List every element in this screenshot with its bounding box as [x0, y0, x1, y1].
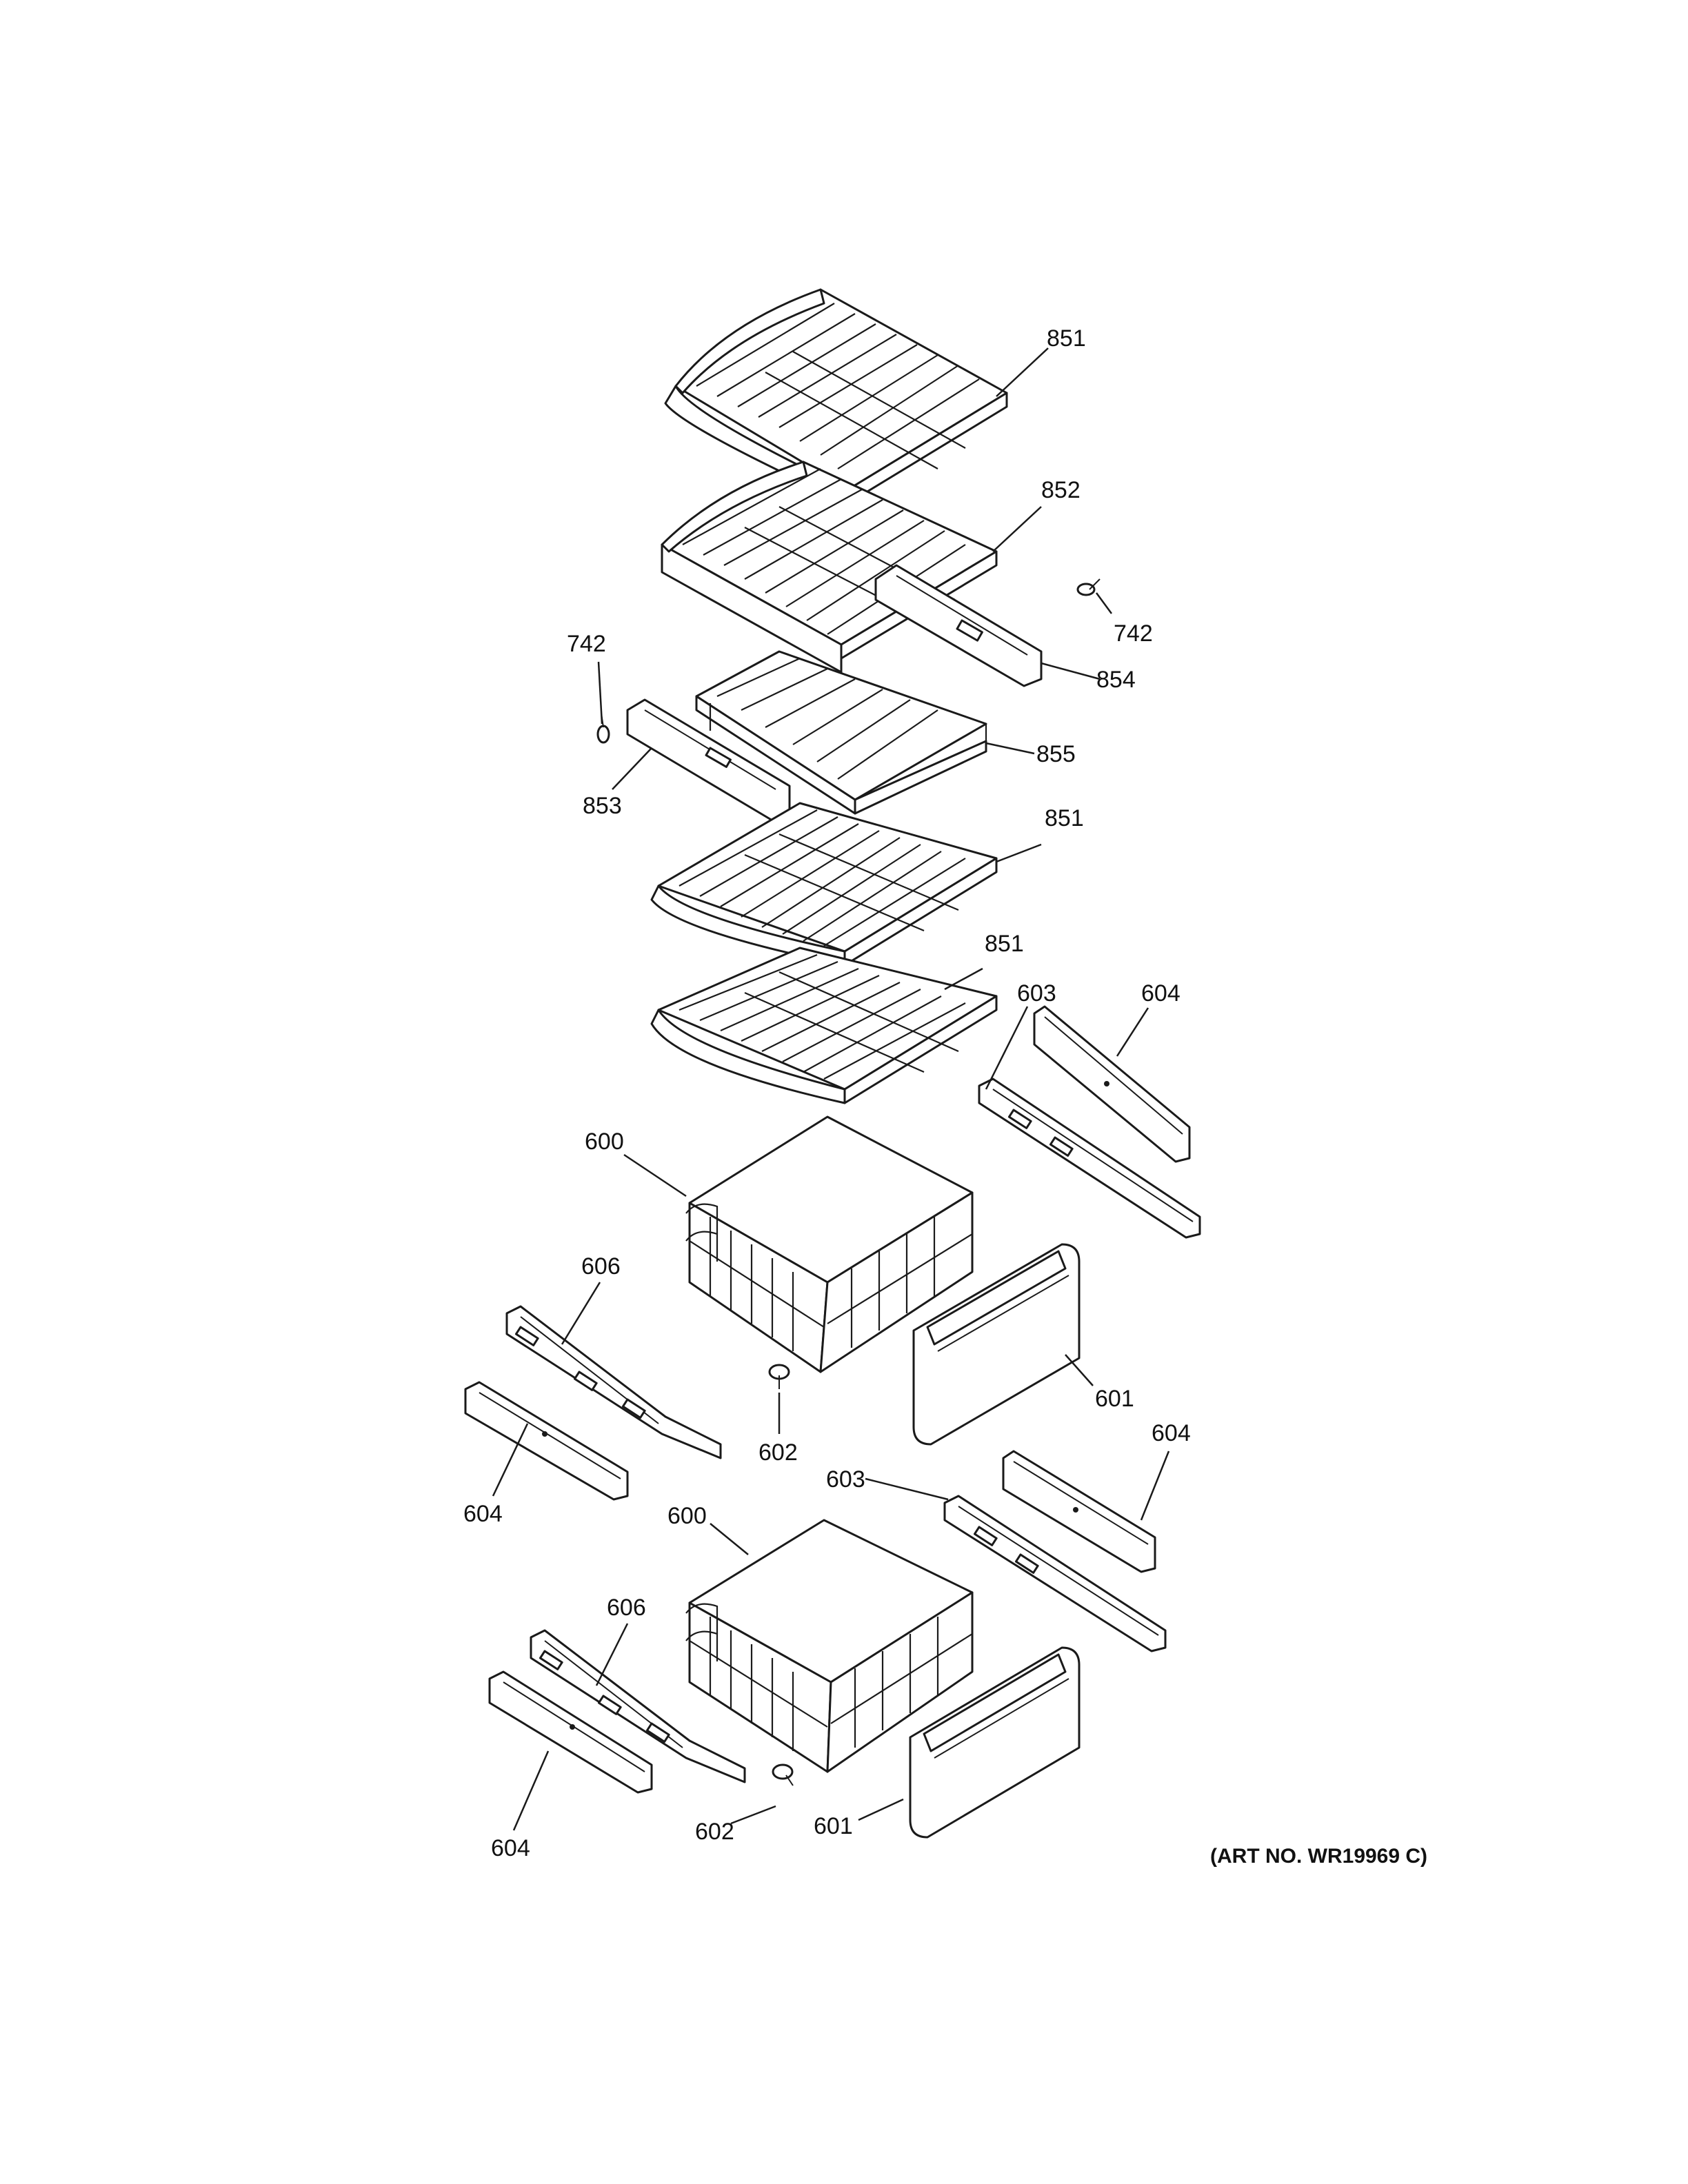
callout-604-lower-left: 604 [491, 1835, 530, 1861]
mounting-bracket-604-upper [1033, 1005, 1191, 1163]
shelf-851-lower [650, 947, 998, 1104]
drawer-front-601-lower [909, 1646, 1081, 1839]
art-number: (ART NO. WR19969 C) [1210, 1845, 1427, 1868]
callout-851-lower: 851 [985, 931, 1024, 957]
callout-602-lower: 602 [695, 1819, 734, 1845]
callout-742-left: 742 [567, 631, 606, 657]
screw-602-lower [772, 1763, 794, 1786]
wire-basket-600-lower [685, 1519, 974, 1773]
callout-851-top: 851 [1047, 325, 1086, 352]
callout-603-upper: 603 [1017, 980, 1056, 1007]
callout-604-lower-right: 604 [1152, 1420, 1191, 1446]
callout-855: 855 [1036, 741, 1076, 767]
callout-853: 853 [583, 793, 622, 819]
rail-854 [874, 564, 1043, 687]
drawer-slide-603-lower [943, 1495, 1167, 1652]
mounting-bracket-604-right-lower [1002, 1450, 1156, 1573]
callout-603-lower: 603 [826, 1466, 865, 1493]
basket-shelf-855 [695, 650, 987, 815]
callout-labels: 851 852 742 742 854 855 853 851 851 603 … [463, 325, 1427, 1868]
drawer-slide-606-lower [530, 1629, 746, 1783]
callout-601-upper: 601 [1095, 1386, 1134, 1412]
callout-600-upper: 600 [585, 1129, 624, 1155]
callout-851-middle: 851 [1045, 805, 1084, 831]
screw-742-left [596, 713, 610, 744]
mounting-bracket-604-left-lower [488, 1670, 653, 1794]
mounting-bracket-604-lower-left-upper [464, 1381, 629, 1501]
callout-604-upper-left: 604 [463, 1501, 503, 1527]
screw-602-upper [768, 1364, 790, 1389]
leader-lines [492, 347, 1170, 1831]
callout-852: 852 [1041, 477, 1081, 503]
screw-742-right [1076, 578, 1101, 596]
drawer-slide-606-upper [505, 1305, 722, 1459]
callout-606-lower: 606 [607, 1595, 646, 1621]
callout-600-lower: 600 [667, 1503, 707, 1529]
wire-basket-600-upper [685, 1115, 974, 1373]
drawer-slide-603-upper [978, 1078, 1201, 1239]
callout-854: 854 [1096, 667, 1136, 693]
callout-606-upper: 606 [581, 1253, 621, 1280]
callout-602-upper: 602 [758, 1439, 798, 1466]
callout-742-right: 742 [1114, 620, 1153, 647]
callout-604-upper-right: 604 [1141, 980, 1180, 1007]
callout-601-lower: 601 [814, 1813, 853, 1839]
shelf-851-middle [650, 802, 998, 967]
drawer-front-601-upper [912, 1243, 1081, 1446]
shelf-851-top [664, 288, 1008, 505]
